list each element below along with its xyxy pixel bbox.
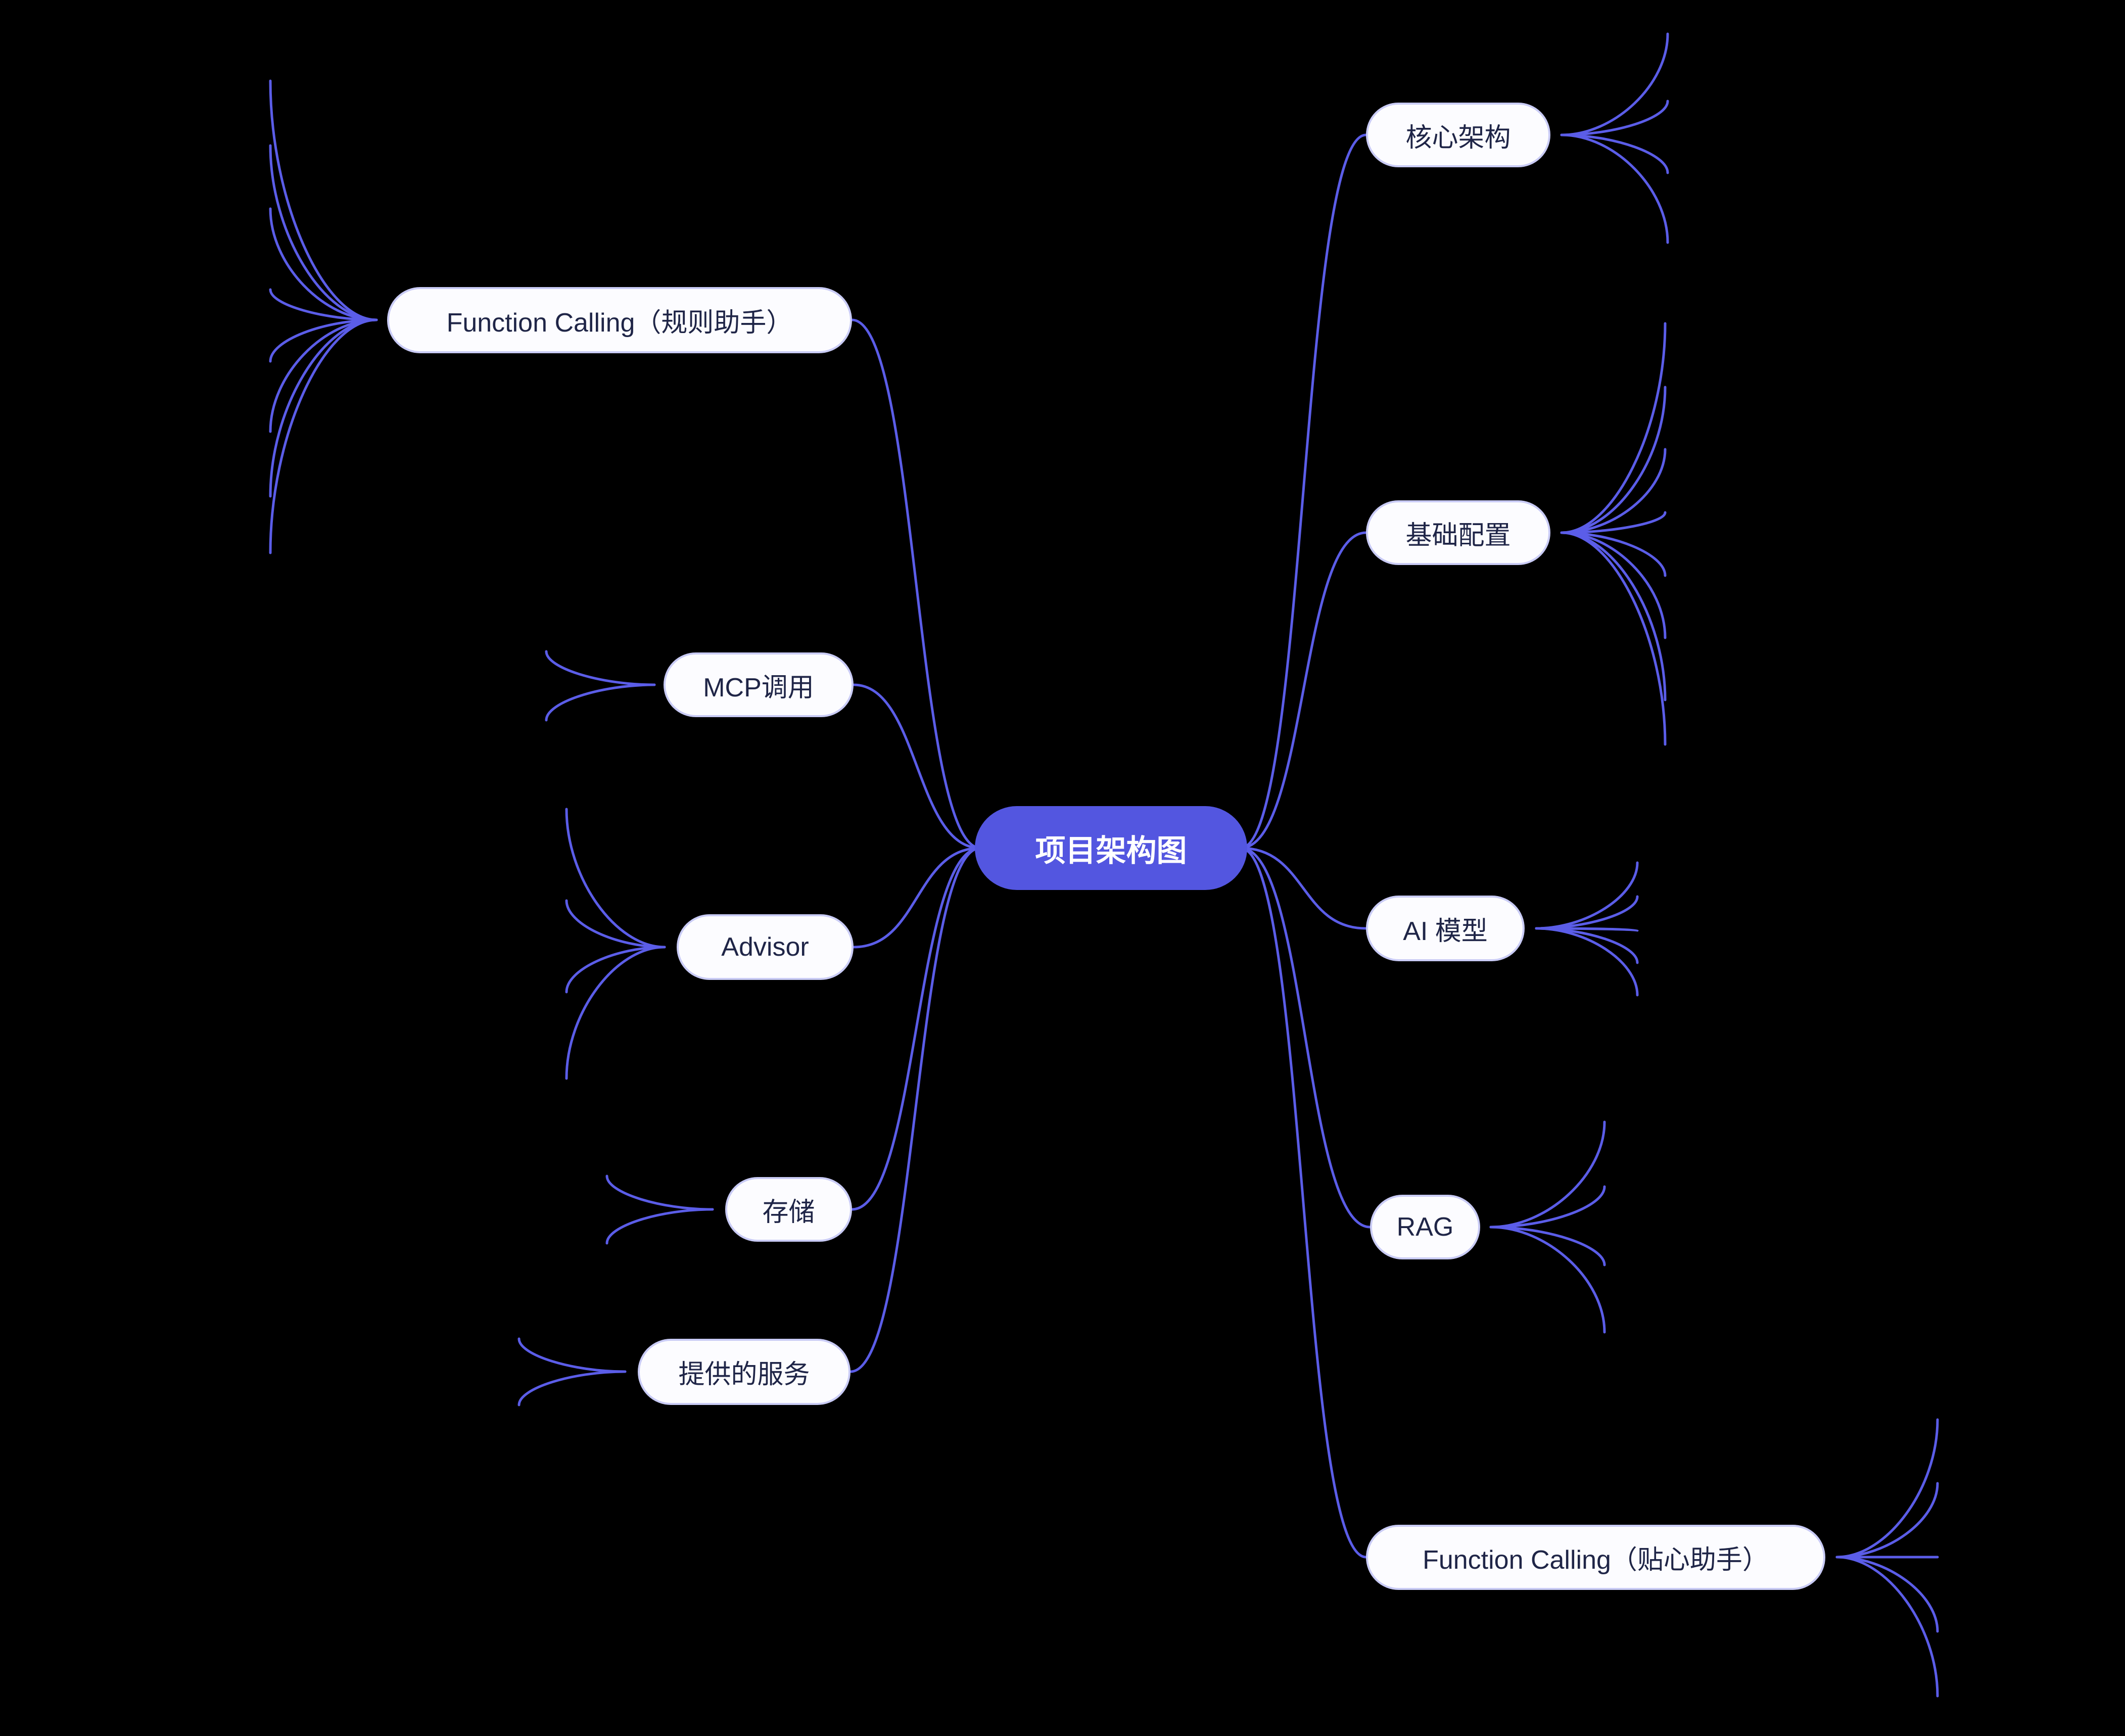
branch-curve: [852, 683, 982, 850]
collapsed-children-fan-mcp: [545, 650, 656, 722]
collapsed-branch-curve: [605, 1208, 714, 1245]
branch-node-function-calling-rules[interactable]: Function Calling（规则助手）: [387, 287, 852, 353]
collapsed-branch-curve: [565, 808, 666, 949]
branch-node-label: 存储: [762, 1197, 815, 1227]
collapsed-branch-curve: [1835, 1482, 1939, 1559]
collapsed-branch-curve: [269, 207, 378, 321]
collapsed-children-fan-function-calling-care: [1835, 1418, 1939, 1698]
collapsed-branch-curve: [1560, 511, 1667, 534]
collapsed-branch-curve: [565, 899, 666, 949]
collapsed-children-fan-storage: [605, 1175, 714, 1245]
branch-node-label: Advisor: [721, 932, 809, 962]
collapsed-branch-curve: [1835, 1418, 1939, 1559]
collapsed-branch-curve: [269, 144, 378, 321]
branch-node-label: 核心架构: [1405, 123, 1511, 153]
branch-node-label: 提供的服务: [678, 1360, 810, 1389]
branch-node-label: AI 模型: [1403, 916, 1488, 946]
collapsed-branch-curve: [1560, 448, 1667, 534]
branch-node-advisor[interactable]: Advisor: [677, 914, 854, 980]
collapsed-branch-curve: [1560, 531, 1667, 746]
collapsed-branch-curve: [269, 318, 378, 363]
collapsed-branch-curve: [269, 318, 378, 554]
collapsed-branch-curve: [1489, 1120, 1606, 1229]
branch-node-label: MCP调用: [703, 673, 814, 702]
collapsed-children-fan-services: [517, 1337, 627, 1406]
branch-node-services[interactable]: 提供的服务: [638, 1339, 851, 1405]
collapsed-branch-curve: [1835, 1556, 1939, 1633]
branch-curve: [1239, 531, 1367, 850]
collapsed-children-fan-core-architecture: [1560, 32, 1669, 244]
collapsed-branch-curve: [1560, 386, 1667, 534]
collapsed-branch-curve: [1560, 133, 1669, 244]
branch-curve: [851, 847, 982, 1211]
collapsed-branch-curve: [517, 1370, 627, 1406]
collapsed-branch-curve: [565, 946, 666, 994]
collapsed-branch-curve: [1489, 1226, 1606, 1266]
branch-node-core-architecture[interactable]: 核心架构: [1366, 103, 1550, 167]
collapsed-branch-curve: [545, 683, 656, 722]
right-branch-connectors: [1239, 133, 1372, 1559]
branch-node-ai-model[interactable]: AI 模型: [1366, 896, 1525, 961]
collapsed-branch-curve: [1560, 133, 1669, 174]
branch-curve: [1239, 133, 1367, 850]
collapsed-branch-curve: [1560, 100, 1669, 136]
collapsed-branch-curve: [1535, 927, 1639, 964]
branch-node-label: Function Calling（贴心助手）: [1423, 1545, 1769, 1575]
branch-node-label: Function Calling（规则助手）: [446, 308, 793, 338]
collapsed-branch-curve: [1535, 895, 1639, 930]
branch-node-base-config[interactable]: 基础配置: [1366, 500, 1550, 565]
branch-curve: [1239, 847, 1367, 1559]
branch-curve: [852, 847, 982, 949]
collapsed-branch-curve: [1560, 32, 1669, 136]
collapsed-children-fan-rag: [1489, 1120, 1606, 1334]
branch-curve: [1239, 847, 1372, 1229]
branch-node-function-calling-care[interactable]: Function Calling（贴心助手）: [1366, 1525, 1825, 1590]
branch-node-rag[interactable]: RAG: [1370, 1195, 1480, 1259]
collapsed-branch-curve: [1535, 927, 1639, 997]
collapsed-branch-curve: [545, 650, 656, 686]
collapsed-branch-curve: [1560, 531, 1667, 639]
collapsed-children-fan-function-calling-rules: [269, 79, 378, 554]
collapsed-branch-curve: [1535, 861, 1639, 930]
collapsed-branch-curve: [517, 1337, 627, 1373]
collapsed-branch-curve: [269, 318, 378, 498]
collapsed-children-fan-advisor: [565, 808, 666, 1080]
branch-node-label: RAG: [1396, 1212, 1454, 1242]
root-node-project-architecture[interactable]: 项目架构图: [975, 806, 1247, 890]
branch-node-mcp-call[interactable]: MCP调用: [664, 652, 854, 717]
collapsed-children-fan-ai-model: [1535, 861, 1639, 997]
collapsed-children-fan-base-config: [1560, 322, 1667, 746]
branch-curve: [849, 847, 982, 1373]
branch-node-label: 基础配置: [1405, 521, 1511, 550]
collapsed-branch-curve: [1560, 531, 1667, 577]
collapsed-branch-curve: [565, 946, 666, 1080]
collapsed-branch-curve: [605, 1175, 714, 1211]
left-branch-connectors: [849, 318, 982, 1373]
collapsed-branch-curve: [269, 318, 378, 433]
collapsed-branch-curve: [269, 79, 378, 321]
collapsed-branch-curve: [1560, 322, 1667, 534]
branch-curve: [1239, 847, 1367, 930]
branch-node-storage[interactable]: 存储: [725, 1177, 852, 1242]
collapsed-branch-curve: [1560, 531, 1667, 701]
root-node-label: 项目架构图: [1035, 833, 1187, 868]
collapsed-branch-curve: [1489, 1226, 1606, 1334]
collapsed-branch-curve: [269, 288, 378, 321]
collapsed-branch-curve: [1489, 1185, 1606, 1229]
collapsed-branch-curve: [1835, 1556, 1939, 1698]
branch-curve: [851, 318, 982, 850]
